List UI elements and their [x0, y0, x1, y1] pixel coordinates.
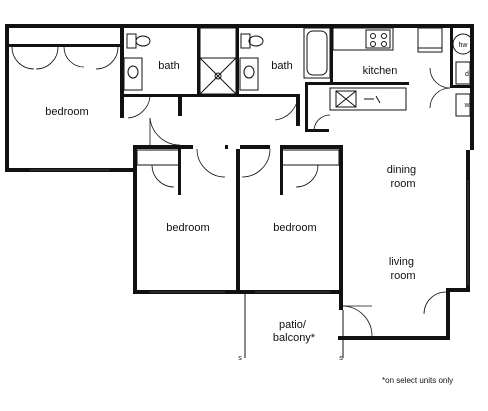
patio-outline: [244, 294, 344, 358]
label-dining-room: dining room: [387, 164, 419, 190]
label-patio: patio/ balcony*: [273, 319, 316, 344]
mark-left: s: [238, 355, 242, 362]
label-patio-line1: patio/: [279, 319, 307, 331]
windows: [30, 169, 469, 293]
label-kitchen: kitchen: [363, 65, 398, 77]
label-bath-left: bath: [158, 60, 179, 72]
label-washer: w: [463, 102, 470, 109]
fixtures: [123, 27, 474, 117]
label-water-heater: hw: [459, 42, 469, 49]
bathtub-icon: [303, 27, 331, 79]
interior-walls: [5, 24, 474, 294]
sink-right-icon: [239, 57, 259, 91]
label-living-room: living room: [389, 256, 417, 282]
label-bedroom-center-left: bedroom: [166, 222, 209, 234]
toilet-left-icon: [126, 33, 151, 49]
label-living-line1: living: [389, 256, 414, 268]
doors: [11, 46, 451, 337]
label-bedroom-center-right: bedroom: [273, 222, 316, 234]
footnote: *on select units only: [382, 376, 453, 385]
sink-left-icon: [123, 57, 143, 91]
label-dining-line2: room: [390, 178, 415, 190]
refrigerator-icon: [417, 27, 443, 53]
water-heater-icon: [452, 33, 474, 55]
label-bedroom-left: bedroom: [45, 106, 88, 118]
kitchen-sink-icon: [329, 87, 407, 111]
label-living-line2: room: [390, 270, 415, 282]
shower-icon: [199, 57, 237, 95]
mark-right: s: [339, 355, 343, 362]
label-dryer: d: [465, 71, 469, 78]
label-dining-line1: dining: [387, 164, 416, 176]
labels: bedroom bath bath kitchen dining room be…: [45, 42, 470, 385]
stove-icon: [332, 27, 394, 51]
label-bath-right: bath: [271, 60, 292, 72]
toilet-right-icon: [240, 33, 264, 49]
label-patio-line2: balcony*: [273, 332, 316, 344]
